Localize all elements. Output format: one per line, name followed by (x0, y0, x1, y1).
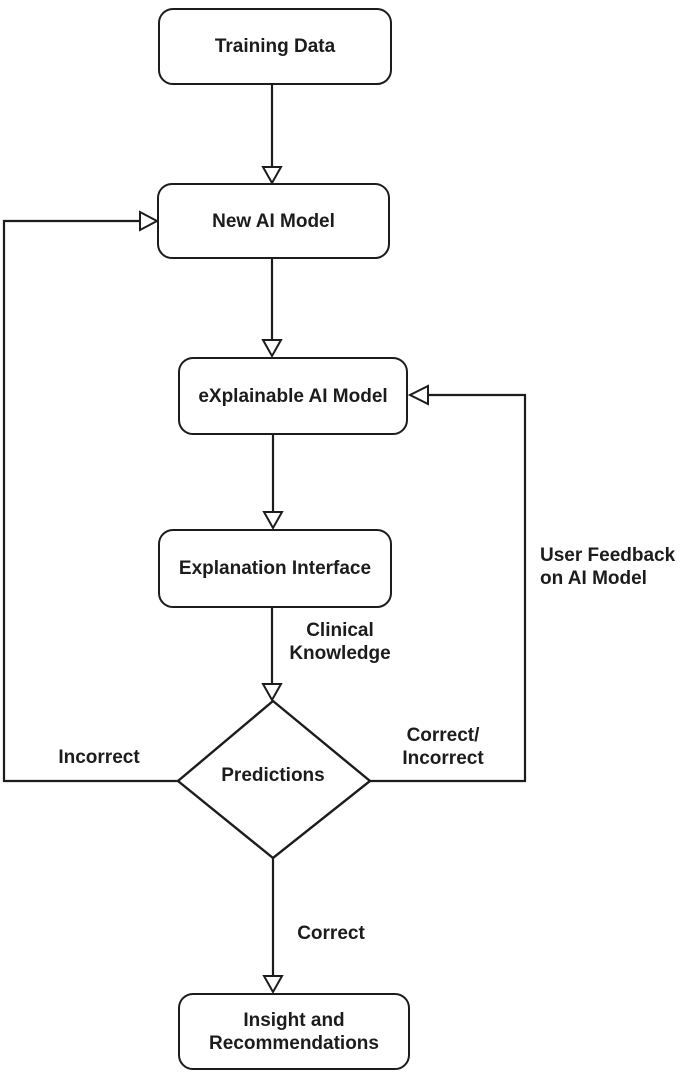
node-explanation-interface: Explanation Interface (158, 529, 392, 608)
edge-incorrect-feedback (2, 219, 180, 783)
node-explainable-ai-model-label: eXplainable AI Model (198, 385, 388, 407)
arrowhead-left-explainable (407, 384, 429, 406)
arrowhead-down-explainable (261, 339, 283, 359)
edge-label-incorrect: Incorrect (58, 747, 140, 768)
node-insight-recommendations-label: Insight and Recommendations (209, 1009, 379, 1054)
node-new-ai-model: New AI Model (157, 183, 390, 259)
arrowhead-down-insight (262, 975, 284, 995)
node-new-ai-model-label: New AI Model (212, 210, 335, 232)
node-insight-recommendations: Insight and Recommendations (178, 993, 410, 1070)
node-explanation-interface-label: Explanation Interface (178, 558, 372, 579)
edge-label-correct: Correct (297, 923, 365, 944)
edge-label-clinical-knowledge: Clinical Knowledge (289, 620, 391, 664)
node-predictions-label: Predictions (221, 765, 325, 786)
arrowhead-down-interface (262, 511, 284, 531)
node-training-data-label: Training Data (214, 36, 336, 57)
edge-label-correct-incorrect: Correct/ Incorrect (402, 725, 484, 769)
edge-user-feedback (370, 393, 527, 783)
arrowhead-right-newai (139, 210, 160, 232)
arrowhead-down-predictions (261, 683, 283, 703)
arrowhead-down-newai (261, 166, 283, 186)
node-training-data: Training Data (158, 8, 392, 85)
predictions-diamond-shape (176, 699, 372, 860)
edge-label-user-feedback: User Feedback on AI Model (540, 545, 676, 589)
node-explainable-ai-model: eXplainable AI Model (178, 357, 408, 435)
